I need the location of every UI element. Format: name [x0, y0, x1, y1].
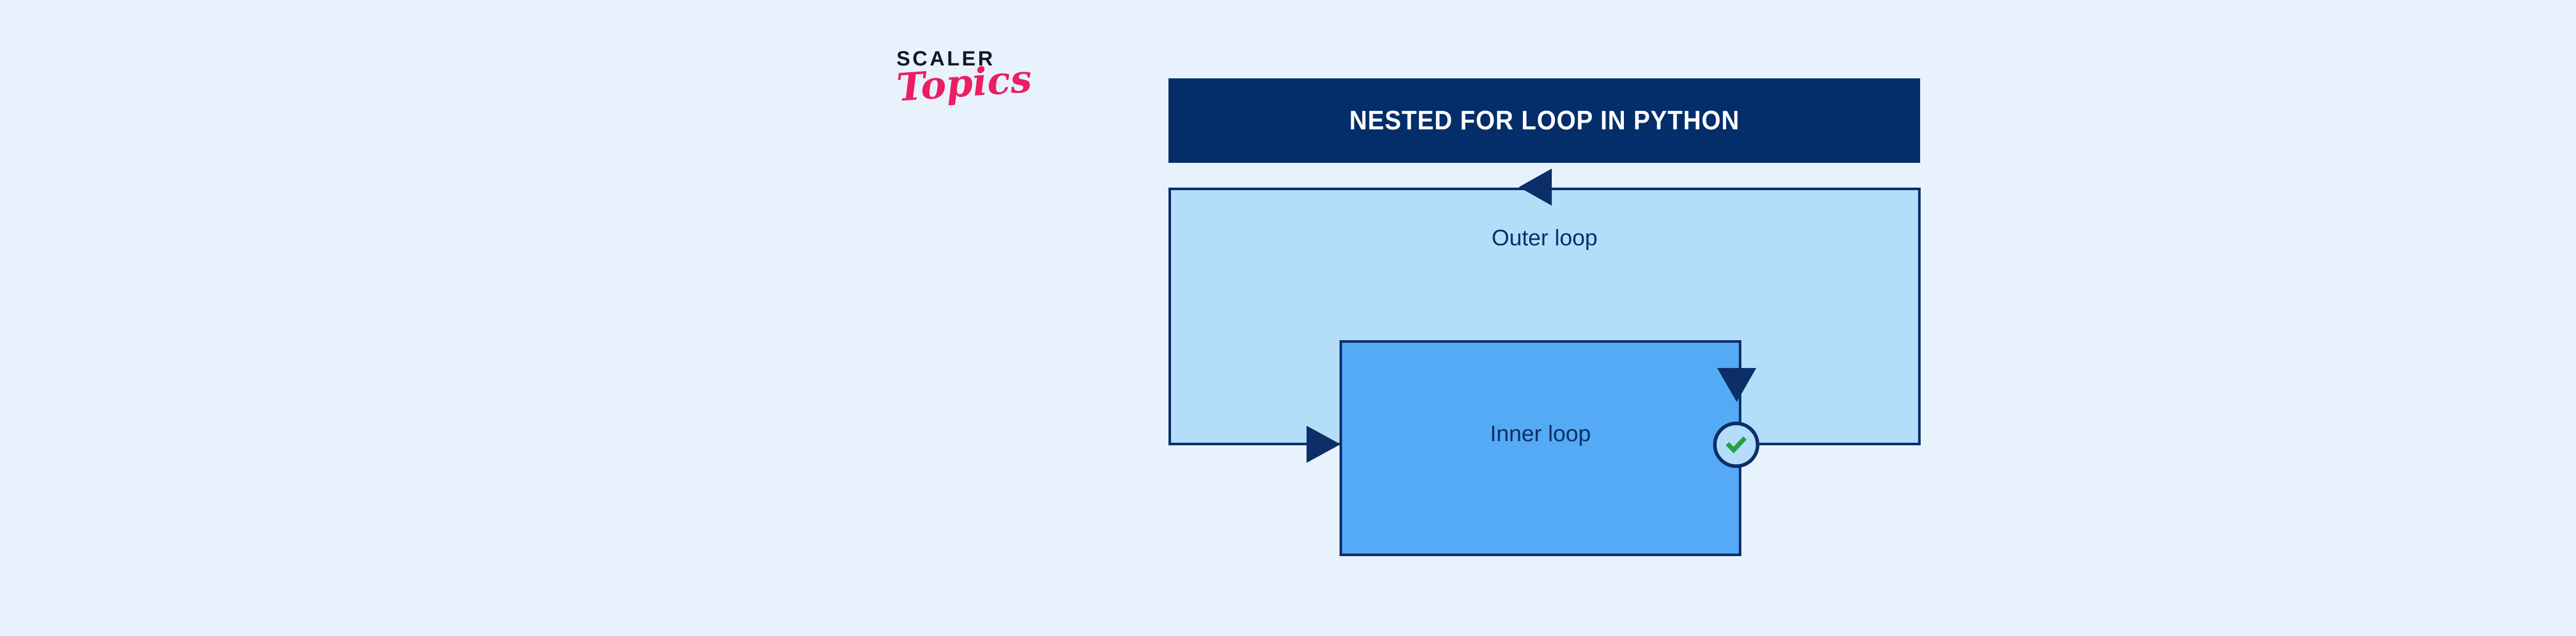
- scaler-topics-logo: SCALER Topics: [883, 44, 1033, 129]
- check-circle-icon: [1713, 422, 1759, 468]
- inner-loop-entry-arrow-icon: [1307, 426, 1341, 463]
- logo-wordmark-text: SCALER: [896, 47, 995, 70]
- title-banner: NESTED FOR LOOP IN PYTHON: [1168, 78, 1920, 163]
- page-title: NESTED FOR LOOP IN PYTHON: [1349, 106, 1740, 136]
- inner-loop-box: Inner loop: [1340, 340, 1741, 556]
- outer-loop-back-arrow-icon: [1519, 169, 1552, 206]
- inner-loop-label: Inner loop: [1490, 421, 1591, 446]
- outer-loop-label: Outer loop: [1492, 225, 1598, 250]
- inner-loop-exit-arrow-icon: [1717, 368, 1756, 402]
